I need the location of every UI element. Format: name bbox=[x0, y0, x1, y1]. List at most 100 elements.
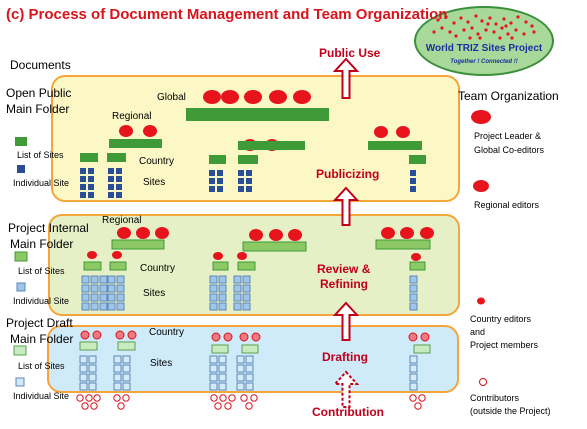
stage-public-use: Public Use bbox=[319, 46, 381, 60]
logo-title: World TRIZ Sites Project bbox=[425, 43, 543, 54]
logo-dot bbox=[480, 19, 484, 23]
list-of-sites-label-3: List of Sites bbox=[18, 361, 65, 371]
stage-review: Review & bbox=[317, 262, 371, 276]
site-square bbox=[107, 275, 116, 284]
logo-dot bbox=[516, 15, 520, 19]
stage-drafting: Drafting bbox=[322, 350, 368, 364]
country-editor-person bbox=[239, 332, 249, 342]
country-bar bbox=[238, 155, 258, 164]
country-editor-person bbox=[115, 330, 125, 340]
site-square bbox=[80, 192, 86, 198]
team-organization-heading: Team Organization bbox=[458, 89, 559, 103]
logo-dots bbox=[432, 14, 536, 40]
logo-dot bbox=[500, 26, 504, 30]
site-square bbox=[116, 284, 125, 293]
site-square bbox=[88, 382, 97, 391]
site-square bbox=[81, 293, 90, 302]
country-bar bbox=[117, 341, 136, 351]
site-square bbox=[209, 364, 218, 373]
site-square bbox=[209, 186, 215, 192]
site-square bbox=[113, 364, 122, 373]
contributor-person bbox=[117, 402, 125, 410]
site-square bbox=[113, 373, 122, 382]
site-square bbox=[209, 284, 218, 293]
site-square bbox=[90, 284, 99, 293]
site-square bbox=[409, 275, 418, 284]
site-square bbox=[108, 168, 114, 174]
site-square bbox=[79, 373, 88, 382]
site-square bbox=[108, 192, 114, 198]
site-square bbox=[233, 284, 242, 293]
logo-dot bbox=[478, 36, 482, 40]
logo-dot bbox=[506, 32, 510, 36]
site-square bbox=[122, 382, 131, 391]
regional-editor-person bbox=[249, 229, 263, 241]
site-square bbox=[108, 184, 114, 190]
logo-dot bbox=[432, 30, 436, 34]
site-square bbox=[107, 293, 116, 302]
site-square bbox=[88, 184, 94, 190]
site-square bbox=[245, 382, 254, 391]
regional-bar bbox=[238, 141, 305, 150]
individual-site-label-2: Individual Site bbox=[13, 296, 70, 306]
list-of-sites-label-2: List of Sites bbox=[18, 266, 65, 276]
site-square bbox=[116, 293, 125, 302]
logo-dot bbox=[468, 36, 472, 40]
logo-dot bbox=[462, 28, 466, 32]
site-square bbox=[88, 355, 97, 364]
sites-label-top: Sites bbox=[143, 177, 166, 188]
legend-country-1: Country editors bbox=[470, 314, 532, 324]
site-square bbox=[90, 302, 99, 311]
country-editor-person bbox=[411, 253, 421, 261]
contributor-person bbox=[240, 394, 248, 402]
site-square bbox=[233, 293, 242, 302]
contributor-person bbox=[76, 394, 84, 402]
country-editor-person bbox=[420, 332, 430, 342]
individual-site-icon bbox=[17, 165, 25, 173]
contributor-person bbox=[90, 402, 98, 410]
country-editor-person bbox=[112, 251, 122, 259]
logo-dot bbox=[466, 20, 470, 24]
site-square bbox=[409, 373, 418, 382]
site-square bbox=[209, 170, 215, 176]
country-bar bbox=[79, 341, 98, 351]
site-square bbox=[99, 302, 108, 311]
site-square bbox=[233, 302, 242, 311]
site-square bbox=[245, 364, 254, 373]
regional-editor-person bbox=[374, 126, 388, 138]
site-square bbox=[88, 168, 94, 174]
logo-dot bbox=[454, 34, 458, 38]
site-square bbox=[79, 364, 88, 373]
site-square bbox=[209, 382, 218, 391]
page-title: (c) Process of Document Management and T… bbox=[6, 6, 448, 23]
country-label-mid: Country bbox=[140, 263, 176, 274]
regional-editor-person bbox=[420, 227, 434, 239]
site-square bbox=[238, 186, 244, 192]
stage-contribution: Contribution bbox=[312, 405, 384, 419]
logo-tagline: Together ! Connected !! bbox=[450, 59, 518, 65]
logo-dot bbox=[498, 36, 502, 40]
contributor-person bbox=[210, 394, 218, 402]
site-square bbox=[218, 355, 227, 364]
global-editor-person bbox=[293, 90, 311, 104]
logo-dot bbox=[470, 26, 474, 30]
logo-dot bbox=[509, 21, 513, 25]
logo-dot bbox=[474, 14, 478, 18]
arrow-public-use bbox=[332, 57, 360, 99]
site-square bbox=[113, 382, 122, 391]
site-square bbox=[242, 302, 251, 311]
logo-dot bbox=[532, 30, 536, 34]
sites-label-mid: Sites bbox=[143, 288, 166, 299]
site-square bbox=[81, 302, 90, 311]
country-bar bbox=[409, 261, 426, 271]
site-square bbox=[218, 284, 227, 293]
individual-site-icon bbox=[16, 282, 26, 292]
logo-dot bbox=[448, 30, 452, 34]
site-square bbox=[90, 275, 99, 284]
contributor-person bbox=[219, 394, 227, 402]
site-square bbox=[116, 302, 125, 311]
regional-label-mid: Regional bbox=[102, 215, 142, 226]
list-of-sites-icon bbox=[15, 137, 27, 146]
logo-dot bbox=[452, 21, 456, 25]
